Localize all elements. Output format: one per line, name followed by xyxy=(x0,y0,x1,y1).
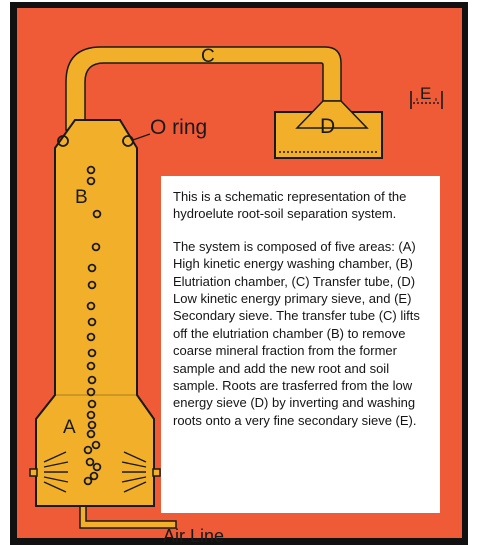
primary-sieve-d-funnel xyxy=(295,100,369,129)
air-bubbles xyxy=(83,165,102,486)
label-air-line: Air Line xyxy=(163,526,224,545)
description-details: The system is composed of five areas: (A… xyxy=(173,238,420,428)
jet-nozzles xyxy=(29,468,161,477)
label-e: E xyxy=(420,84,431,103)
label-o-ring: O ring xyxy=(150,116,207,139)
primary-sieve-d-basin xyxy=(274,111,383,159)
description-intro: This is a schematic representation of th… xyxy=(173,189,407,222)
o-ring xyxy=(57,133,151,147)
description-box: This is a schematic representation of th… xyxy=(161,176,440,513)
water-jets xyxy=(43,451,147,493)
label-d: D xyxy=(320,115,335,138)
elutriation-chamber-b xyxy=(35,119,155,507)
label-c: C xyxy=(201,46,215,67)
label-a: A xyxy=(63,417,76,438)
label-b: B xyxy=(75,187,88,208)
secondary-sieve-e xyxy=(410,91,443,109)
